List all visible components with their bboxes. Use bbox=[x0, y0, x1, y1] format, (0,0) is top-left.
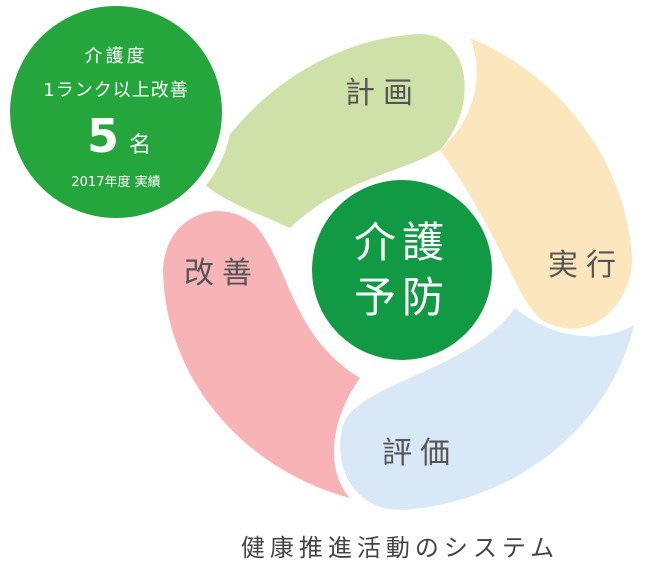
badge-inner-circle bbox=[10, 6, 222, 218]
badge-count: 5 bbox=[87, 109, 119, 163]
badge-count-unit: 名 bbox=[129, 133, 151, 158]
badge-title: 介護度 bbox=[85, 46, 148, 67]
achievement-badge: 介護度 1ランク以上改善 5 名 2017年度 実績 bbox=[0, 0, 232, 228]
plan-label: 計画 bbox=[345, 76, 421, 111]
center-circle bbox=[312, 180, 492, 360]
center-label-line1: 介護 bbox=[354, 218, 450, 267]
do-label: 実行 bbox=[548, 248, 624, 283]
act-label: 改善 bbox=[184, 256, 260, 291]
check-segment bbox=[340, 308, 634, 511]
badge-footnote: 2017年度 実績 bbox=[71, 174, 160, 190]
badge-subtitle: 1ランク以上改善 bbox=[43, 80, 188, 101]
do-segment bbox=[440, 38, 633, 329]
check-label: 評価 bbox=[382, 436, 458, 471]
plan-segment bbox=[200, 34, 465, 228]
diagram-caption: 健康推進活動のシステム bbox=[240, 534, 560, 562]
center-label-line2: 予防 bbox=[354, 273, 450, 322]
act-segment bbox=[163, 211, 360, 498]
